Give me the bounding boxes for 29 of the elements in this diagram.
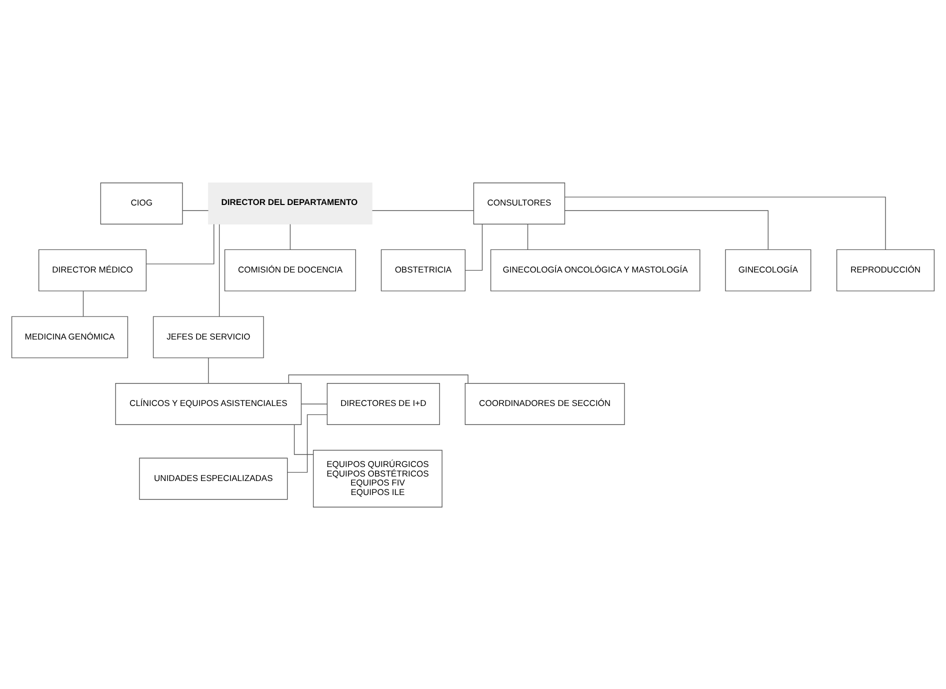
node-box: COORDINADORES DE SECCIÓN [464,382,625,424]
node-box: COMISIÓN DE DOCENCIA [224,248,356,291]
node-box: CLÍNICOS Y EQUIPOS ASISTENCIALES [115,382,302,424]
connector [287,414,328,472]
node-box: REPRODUCCIÓN [836,248,935,291]
node-box: DIRECTOR DEL DEPARTAMENTO [208,182,372,224]
connector [146,223,214,264]
node-box: EQUIPOS QUIRÚRGICOS EQUIPOS OBSTÉTRICOS EQUIPOS FIV EQUIPOS ILE [312,449,442,507]
connector [527,223,528,250]
node-box: MEDICINA GENÓMICA [11,316,128,358]
connector [294,424,314,454]
node-box: CIOG [100,182,183,224]
connector [564,196,886,250]
connector [290,223,291,250]
node-box: OBSTETRICIA [380,248,466,291]
node-box: CONSULTORES [473,182,566,224]
connector [218,224,220,316]
connector [465,223,483,270]
connector [564,210,768,250]
node-box: DIRECTOR MÉDICO [38,248,147,291]
node-box: UNIDADES ESPECIALIZADAS [139,457,288,500]
connector [288,374,468,383]
node-box: GINECOLOGÍA ONCOLÓGICA Y MASTOLOGÍA [490,248,700,291]
node-box: DIRECTORES DE I+D [326,382,440,424]
node-box: GINECOLOGÍA [725,248,812,291]
node-box: JEFES DE SERVICIO [152,316,264,358]
connector [82,290,84,316]
connector [208,357,209,384]
connector [300,403,328,404]
